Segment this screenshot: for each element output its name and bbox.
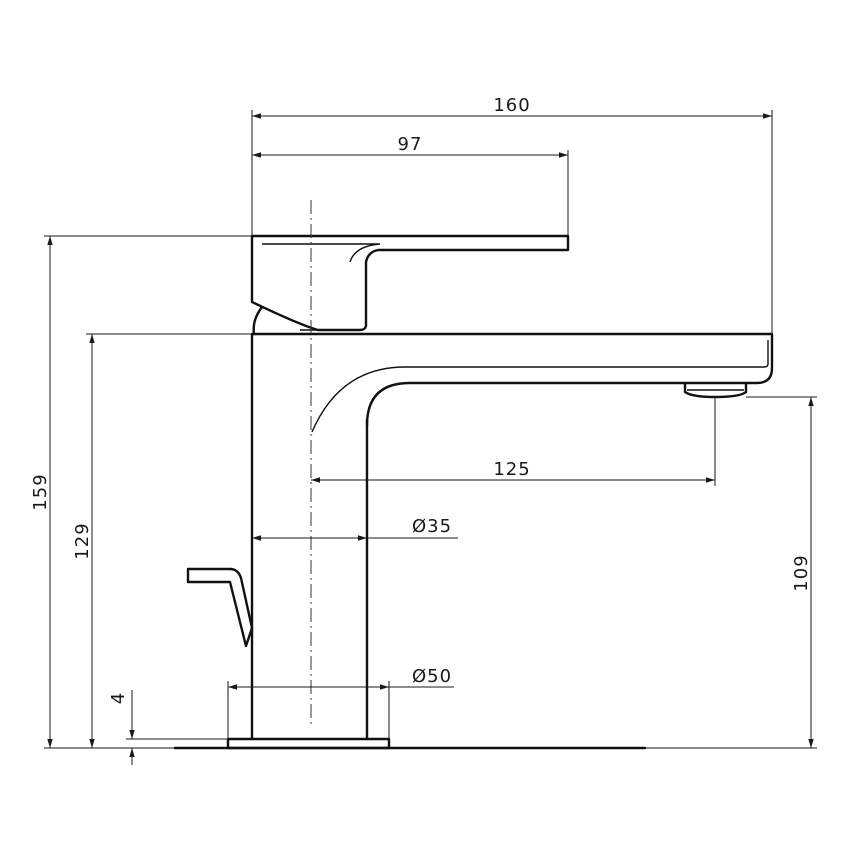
- dim-overall-length: 160: [493, 95, 530, 116]
- spout-inner-curve: [311, 340, 769, 433]
- dim-body-diameter: Ø35: [412, 516, 452, 537]
- lever-inner-line: [262, 243, 381, 263]
- faucet-outline: [173, 200, 774, 750]
- dim-overall-height: 159: [30, 473, 51, 510]
- waste-lever: [186, 567, 254, 648]
- lever-handle: [250, 234, 570, 332]
- dim-outlet-height: 109: [791, 554, 812, 591]
- spout-outline: [250, 332, 774, 427]
- dim-spout-height: 129: [72, 522, 93, 559]
- dim-lever-length: 97: [398, 134, 423, 155]
- dimensions: 160 97 159 129 4 125 109 Ø35: [30, 95, 817, 765]
- lever-neck: [252, 305, 264, 336]
- dim-outlet-reach: 125: [493, 459, 530, 480]
- base-plate: [226, 737, 391, 750]
- dim-base-diameter: Ø50: [412, 666, 452, 687]
- dim-base-thickness: 4: [108, 692, 129, 704]
